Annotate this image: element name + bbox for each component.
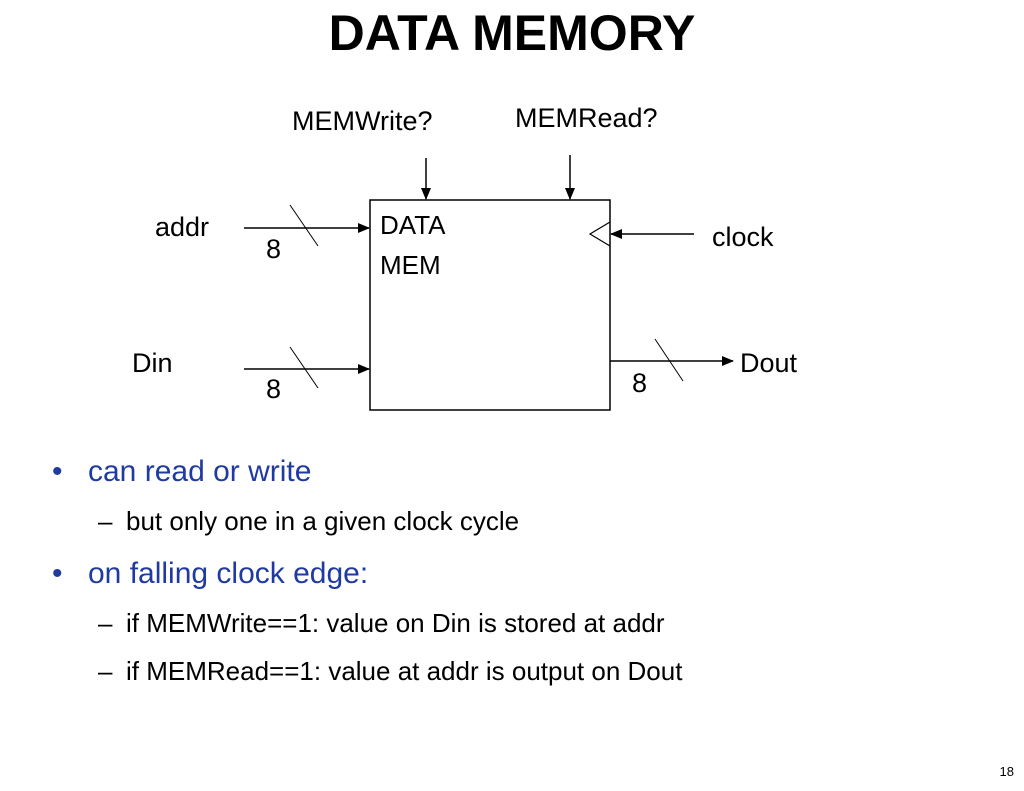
addr-bus-slash	[289, 204, 319, 247]
memread-label: MEMRead?	[515, 103, 658, 133]
din-bus-slash	[289, 346, 319, 389]
bullet-text: can read or write	[88, 455, 312, 488]
din-width-label: 8	[266, 374, 282, 404]
sub-bullet-item: –if MEMWrite==1: value on Din is stored …	[98, 608, 665, 638]
bullet-item: •can read or write	[52, 455, 312, 488]
bullet-list: •can read or write –but only one in a gi…	[52, 455, 1002, 687]
clock-triangle	[588, 221, 611, 247]
sub-bullet-text: if MEMWrite==1: value on Din is stored a…	[126, 608, 665, 638]
memory-block	[369, 199, 611, 411]
sub-bullet-item: –if MEMRead==1: value at addr is output …	[98, 656, 683, 686]
din-label: Din	[132, 348, 173, 378]
dout-label: Dout	[740, 348, 798, 378]
bullet-text: on falling clock edge:	[88, 557, 369, 590]
addr-width-label: 8	[266, 234, 282, 264]
addr-label: addr	[155, 212, 210, 242]
sub-bullet-item: –but only one in a given clock cycle	[98, 506, 520, 536]
block-label-line1: DATA	[380, 210, 446, 240]
dout-width-label: 8	[632, 368, 648, 398]
slide-title: DATA MEMORY	[328, 5, 696, 61]
sub-bullet-text: if MEMRead==1: value at addr is output o…	[126, 656, 683, 686]
memwrite-label: MEMWrite?	[292, 106, 433, 136]
block-label-line2: MEM	[380, 250, 441, 280]
clock-label: clock	[712, 222, 774, 252]
dout-bus-slash	[654, 338, 684, 382]
bullet-item: •on falling clock edge:	[52, 557, 369, 590]
page-number: 18	[999, 764, 1014, 779]
sub-bullet-text: but only one in a given clock cycle	[126, 506, 520, 536]
